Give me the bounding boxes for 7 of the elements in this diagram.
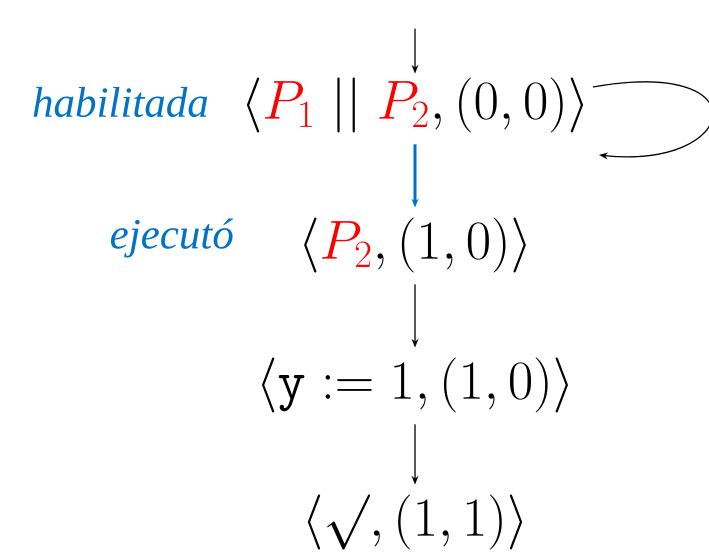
side-label: ejecutó [110,218,234,258]
state-formula: $\langle {\color{red}P_1} \mathrel{||} {\color{red}P_2}, (0,0)\rangle$ [246,77,584,132]
side-label: habilitada [34,86,208,118]
state-formula: $\langle \mathtt{y} \mathrel{\mathtt{:=}} 1, (1,0)\rangle$ [262,357,568,412]
state-formula: $\langle \surd, (1,1)\rangle$ [308,494,522,550]
state-formula: $\langle {\color{red}P_2}, (1,0)\rangle$ [304,217,526,272]
arrow [592,82,709,160]
